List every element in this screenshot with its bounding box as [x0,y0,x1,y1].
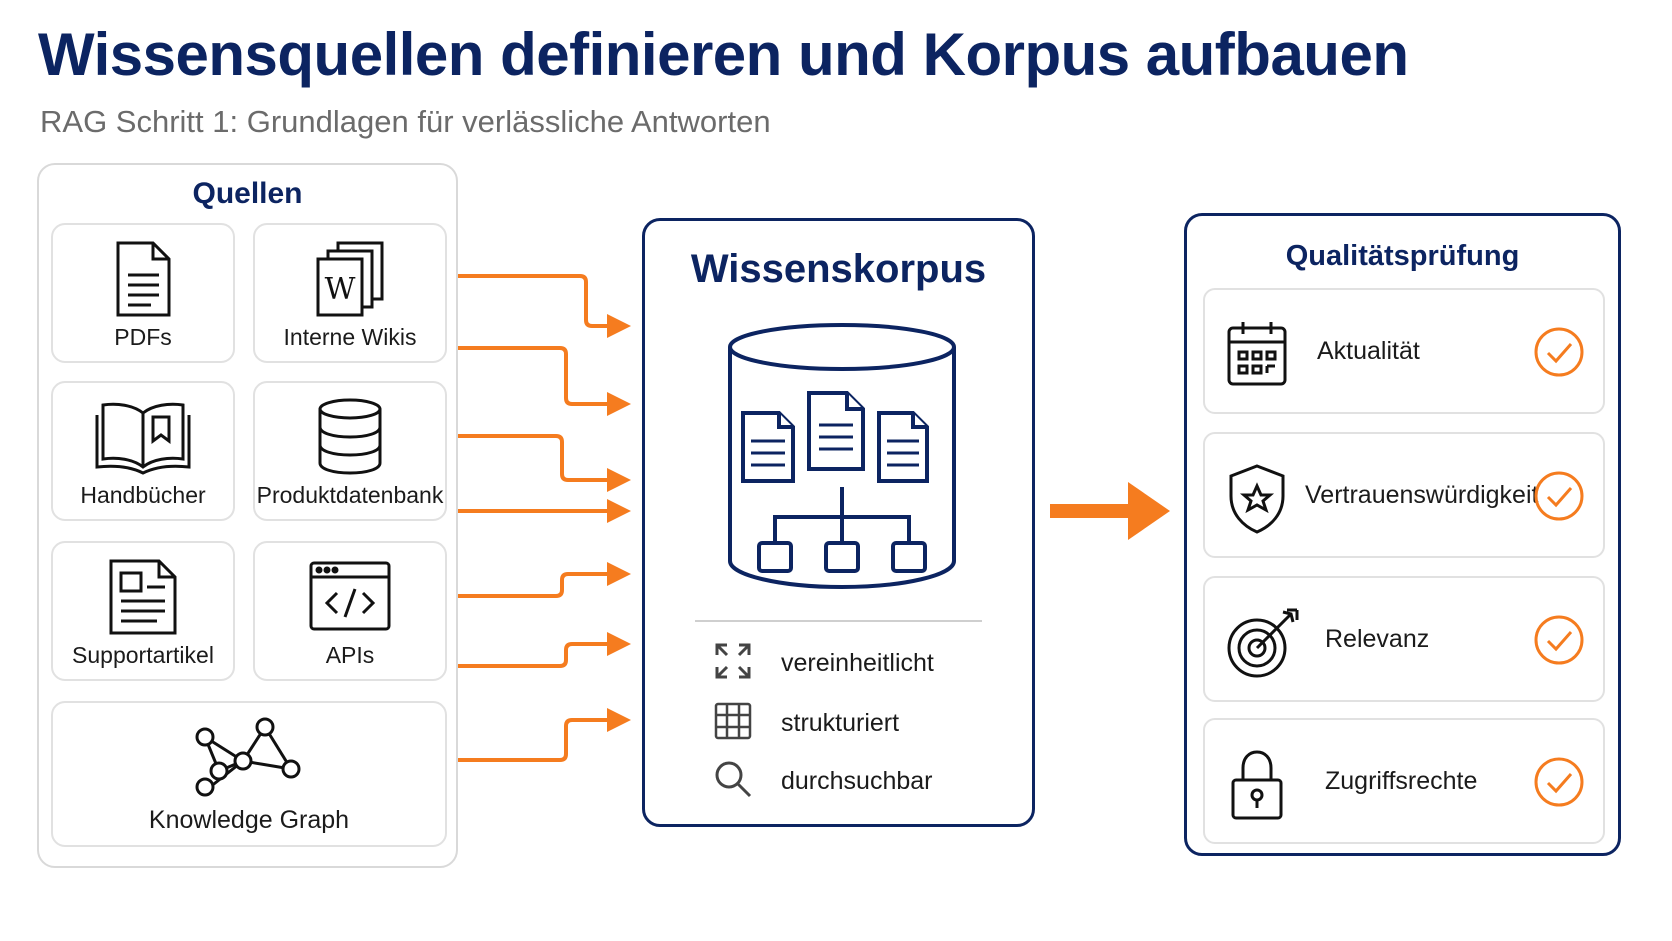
check-icon [1533,470,1585,527]
code-window-icon [255,557,445,635]
wiki-pages-icon: W [255,239,445,317]
magnifier-icon [713,759,753,804]
quality-check-aktualitaet[interactable]: Aktualität [1203,288,1605,414]
quality-check-label: Zugriffsrechte [1325,766,1478,795]
source-card-knowledge-graph[interactable]: Knowledge Graph [51,701,447,847]
source-card-handbuecher[interactable]: Handbücher [51,381,235,521]
open-book-icon [53,397,233,475]
arrow-wikis-to-corpus [445,346,631,416]
quality-check-vertrauen[interactable]: Vertrauenswürdigkeit [1203,432,1605,558]
source-label: Interne Wikis [283,324,417,350]
corpus-heading: Wissenskorpus [690,247,987,291]
source-card-datenbank[interactable]: Produktdatenbank [253,381,447,521]
source-label: Supportartikel [72,642,214,668]
source-card-wikis[interactable]: W Interne Wikis [253,223,447,363]
corpus-cylinder-icon [725,321,959,596]
corpus-property-label: durchsuchbar [781,766,933,795]
article-icon [53,557,233,637]
source-label: APIs [325,642,375,668]
arrow-handbuecher-to-corpus [445,434,631,492]
sources-panel: Quellen PDFs W Interne Wikis [37,163,458,868]
source-card-pdfs[interactable]: PDFs [51,223,235,363]
quality-check-zugriffsrechte[interactable]: Zugriffsrechte [1203,718,1605,844]
shield-star-icon [1225,462,1289,541]
source-card-support[interactable]: Supportartikel [51,541,235,681]
source-card-apis[interactable]: APIs [253,541,447,681]
expand-arrows-icon [713,641,753,686]
arrow-apis-to-corpus [445,632,631,668]
arrow-corpus-to-quality [1050,482,1170,540]
corpus-panel: Wissenskorpus [642,218,1035,827]
corpus-property: durchsuchbar [713,759,932,803]
corpus-property-label: vereinheitlicht [781,648,934,677]
quality-heading: Qualitätsprüfung [1285,240,1520,272]
arrow-support-to-corpus [445,562,631,598]
quality-check-label: Vertrauenswürdigkeit [1305,480,1539,509]
database-icon [255,397,445,477]
corpus-property-label: strukturiert [781,708,900,737]
quality-check-label: Aktualität [1317,336,1420,365]
svg-text:W: W [325,272,356,307]
sources-heading: Quellen [192,177,303,210]
check-icon [1533,756,1585,813]
padlock-icon [1225,748,1289,827]
corpus-divider [695,620,982,622]
calendar-icon [1225,318,1289,393]
source-label: Produktdatenbank [256,482,444,508]
target-icon [1225,606,1301,687]
grid-icon [713,701,753,746]
arrow-pdfs-to-corpus [445,274,631,338]
source-label: Handbücher [80,482,206,508]
arrow-graph-to-corpus [445,708,631,762]
source-label: PDFs [114,324,172,350]
corpus-property: strukturiert [713,701,899,745]
graph-nodes-icon [53,717,445,797]
page-subtitle: RAG Schritt 1: Grundlagen für verlässlic… [40,104,771,139]
quality-check-relevanz[interactable]: Relevanz [1203,576,1605,702]
page-title: Wissensquellen definieren und Korpus auf… [38,21,1409,88]
check-icon [1533,326,1585,383]
corpus-property: vereinheitlicht [713,641,934,685]
quality-panel: Qualitätsprüfung Aktualität [1184,213,1621,856]
pdf-document-icon [53,239,233,319]
source-label: Knowledge Graph [148,806,350,834]
check-icon [1533,614,1585,671]
quality-check-label: Relevanz [1325,624,1430,653]
